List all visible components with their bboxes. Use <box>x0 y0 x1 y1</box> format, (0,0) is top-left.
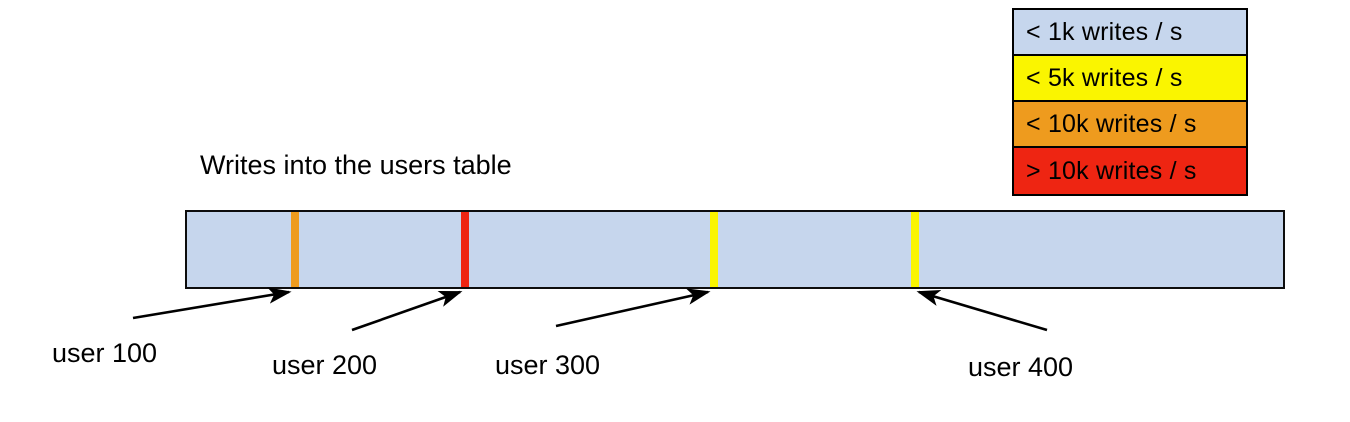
bar-marker-user-100 <box>291 212 299 287</box>
legend-label-under-1k: < 1k writes / s <box>1026 17 1183 46</box>
bar-marker-user-400 <box>911 212 919 287</box>
callout-label-user-100: user 100 <box>52 338 158 368</box>
chart-title: Writes into the users table <box>200 150 512 180</box>
arrow-user-100 <box>132 287 292 320</box>
arrow-user-300 <box>555 288 711 328</box>
callout-label-user-200: user 200 <box>272 350 378 380</box>
legend-label-under-5k: < 5k writes / s <box>1026 63 1183 92</box>
keyspace-bar <box>185 210 1285 289</box>
legend-row-under-5k: < 5k writes / s <box>1014 56 1246 102</box>
callout-label-user-300: user 300 <box>495 350 601 380</box>
bar-marker-user-200 <box>461 212 469 287</box>
callout-label-user-400: user 400 <box>968 352 1074 382</box>
arrow-user-400 <box>916 289 1048 332</box>
legend-label-under-10k: < 10k writes / s <box>1026 109 1197 138</box>
arrow-user-200 <box>351 290 463 332</box>
legend-row-under-1k: < 1k writes / s <box>1014 10 1246 56</box>
legend-label-over-10k: > 10k writes / s <box>1026 156 1197 185</box>
legend: < 1k writes / s < 5k writes / s < 10k wr… <box>1012 8 1248 196</box>
legend-row-under-10k: < 10k writes / s <box>1014 102 1246 148</box>
bar-marker-user-300 <box>710 212 718 287</box>
legend-row-over-10k: > 10k writes / s <box>1014 148 1246 194</box>
